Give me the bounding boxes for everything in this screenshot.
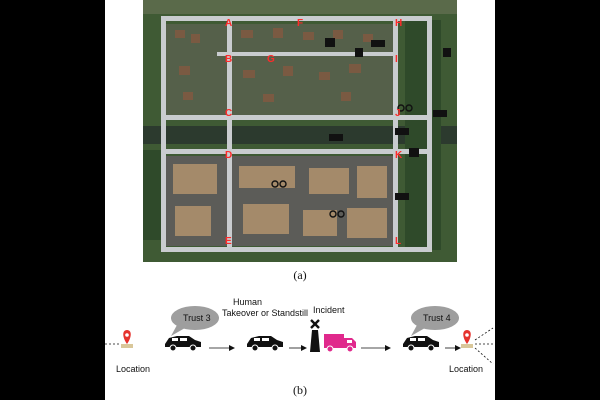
aerial-map: A B C D E F G H I J K L [143, 0, 457, 262]
map-point-label-f: F [297, 18, 303, 29]
map-point-label-i: I [395, 54, 398, 65]
truck-icon [324, 334, 356, 353]
pedestrian-icon [409, 148, 419, 157]
road-bottom [161, 247, 431, 252]
start-location-pin [121, 330, 133, 348]
road-col-ae [227, 16, 232, 252]
end-location-pin [461, 330, 473, 348]
trust-end-label: Trust 4 [423, 313, 451, 323]
location-pin-icon [123, 330, 131, 344]
tree-belt-west [143, 150, 163, 240]
truck-icon [329, 134, 343, 141]
map-top-strip [143, 0, 457, 14]
point-labels: A B C D E F G H I J K L [225, 18, 403, 247]
fan-out-dotted [474, 327, 494, 365]
bicycles [271, 104, 413, 218]
map-point-label-a: A [225, 18, 232, 29]
trust-end-bubble: Trust 4 [411, 306, 459, 336]
road-mid-3 [163, 149, 431, 154]
map-point-label-h: H [395, 18, 402, 29]
truck-icon [395, 193, 409, 200]
map-point-label-l: L [395, 236, 401, 247]
map-point-label-c: C [225, 108, 232, 119]
road-mid-2 [163, 115, 431, 120]
truck-icon [395, 128, 409, 135]
start-location-label: Location [116, 364, 150, 374]
town-blocks [173, 164, 387, 238]
truck-icon [433, 110, 447, 117]
pedestrians [325, 38, 451, 157]
incident-marker-icon [310, 319, 320, 352]
end-location-label: Location [449, 364, 483, 374]
trust-start-label: Trust 3 [183, 313, 211, 323]
car-icon [165, 336, 201, 352]
caption-a: (a) [293, 268, 307, 282]
vehicles [329, 40, 447, 200]
map-point-label-k: K [395, 150, 403, 161]
road-left [161, 16, 166, 252]
map-point-label-b: B [225, 54, 232, 65]
buildings [175, 28, 373, 102]
truck-icon [371, 40, 385, 47]
road-top [161, 16, 431, 21]
trust-flow-diagram: Location Trust 3 Human Takeover or Stand… [105, 297, 494, 374]
trust-start-bubble: Trust 3 [171, 306, 219, 336]
location-pin-icon [463, 330, 471, 344]
tree-belt-east [405, 20, 441, 250]
takeover-line1: Human [233, 297, 262, 307]
road-mid-1 [217, 52, 395, 56]
car-icon [403, 336, 439, 352]
takeover-line2: Takeover or Standstill [222, 308, 308, 318]
pedestrian-icon [443, 48, 451, 57]
caption-b: (b) [293, 383, 307, 397]
map-point-label-g: G [267, 54, 275, 65]
pedestrian-icon [325, 38, 335, 47]
river [143, 126, 457, 144]
figure-canvas: A B C D E F G H I J K L (a) Location Trust 3 Human … [105, 0, 495, 400]
pedestrian-icon [355, 48, 363, 57]
map-point-label-e: E [225, 236, 232, 247]
map-point-label-j: J [395, 108, 401, 119]
car-icon [247, 336, 283, 352]
incident-label: Incident [313, 305, 345, 315]
map-point-label-d: D [225, 150, 232, 161]
road-right [427, 16, 432, 252]
